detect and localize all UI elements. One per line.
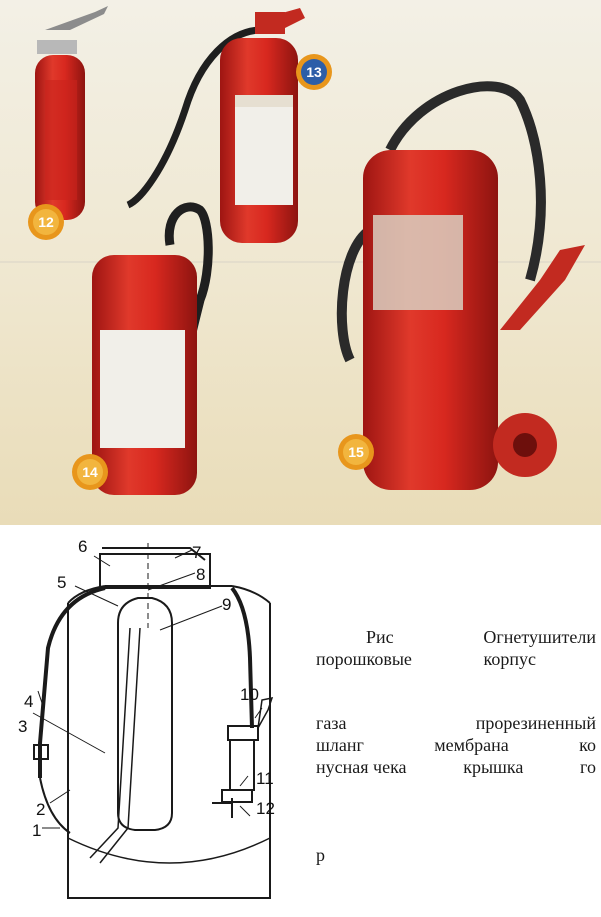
callout-2: 2 <box>36 800 46 819</box>
callout-5: 5 <box>57 573 67 592</box>
extinguisher-13 <box>126 8 305 243</box>
caption-word: го <box>580 757 596 777</box>
caption-line-5: нусная чека крышка го <box>316 756 596 778</box>
badge-label-14: 14 <box>82 464 98 480</box>
caption-word: газа <box>316 713 347 733</box>
callout-9: 9 <box>222 595 232 614</box>
figure-badge-13: 13 <box>294 52 334 92</box>
caption-word: корпус <box>483 649 536 669</box>
figure-badge-12: 12 <box>26 202 66 242</box>
callout-4: 4 <box>24 692 34 711</box>
caption-word: шланг <box>316 735 364 755</box>
badge-label-12: 12 <box>38 214 54 230</box>
callout-10: 10 <box>240 685 259 704</box>
badge-label-15: 15 <box>348 444 364 460</box>
callout-7: 7 <box>192 543 202 562</box>
callout-6: 6 <box>78 537 88 556</box>
caption-word: нусная чека <box>316 757 407 777</box>
caption-word: ко <box>579 735 596 755</box>
caption-word: прорезиненный <box>475 713 596 733</box>
caption-word: мембрана <box>434 735 509 755</box>
extinguisher-14 <box>92 202 213 495</box>
callout-1: 1 <box>32 821 42 840</box>
schematic-drawing <box>32 543 274 899</box>
extinguisher-schematic: 1 2 3 4 5 6 7 8 9 10 11 12 <box>0 528 300 912</box>
caption-word: р <box>316 845 325 865</box>
caption-line-1: Рис Огнетушители <box>316 626 596 648</box>
extinguisher-15 <box>336 81 585 490</box>
figure-badge-14: 14 <box>70 452 110 492</box>
callout-3: 3 <box>18 717 28 736</box>
figure-badge-15: 15 <box>336 432 376 472</box>
caption-word: крышка <box>463 757 524 777</box>
callout-12: 12 <box>256 799 275 818</box>
figure-caption: Рис Огнетушители порошковые корпус газа … <box>316 626 596 866</box>
extinguisher-photo-plate: 12 13 14 15 <box>0 0 601 525</box>
caption-line-6: р <box>316 844 596 866</box>
badge-label-13: 13 <box>306 64 322 80</box>
callout-8: 8 <box>196 565 206 584</box>
caption-gap <box>316 778 596 844</box>
callout-11: 11 <box>256 769 274 788</box>
extinguisher-12 <box>35 6 108 220</box>
caption-word: порошковые <box>316 649 412 669</box>
caption-gap <box>316 670 596 712</box>
caption-line-2: порошковые корпус <box>316 648 596 670</box>
caption-fig-label: Рис <box>366 627 394 647</box>
caption-line-4: шланг мембрана ко <box>316 734 596 756</box>
extinguishers-illustration <box>0 6 601 495</box>
caption-title: Огнетушители <box>483 627 596 647</box>
caption-line-3: газа прорезиненный <box>316 712 596 734</box>
